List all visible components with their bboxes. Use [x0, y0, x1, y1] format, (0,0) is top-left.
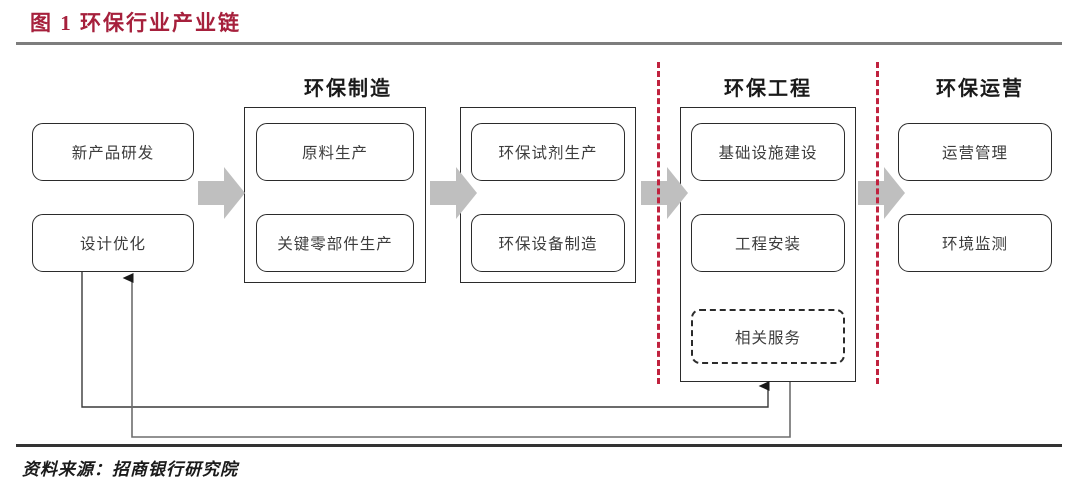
flow-arrow-2-icon — [430, 165, 478, 221]
phase-divider-manufacturing-engineering — [657, 62, 660, 384]
node-key-component-production[interactable]: 关键零部件生产 — [256, 214, 414, 272]
node-new-product-rnd[interactable]: 新产品研发 — [32, 123, 194, 181]
footer-divider-rule — [16, 444, 1062, 447]
node-eco-equipment-manufacturing[interactable]: 环保设备制造 — [471, 214, 625, 272]
figure-title: 图 1 环保行业产业链 — [30, 11, 241, 35]
title-divider-rule — [16, 42, 1062, 45]
stage-heading-manufacturing: 环保制造 — [304, 78, 392, 100]
flow-arrow-3-icon — [641, 165, 689, 221]
figure-source: 资料来源：招商银行研究院 — [22, 460, 238, 479]
feedback-loop-design-to-engineering — [81, 272, 770, 408]
flow-arrow-4-icon — [858, 165, 906, 221]
node-infrastructure-construction[interactable]: 基础设施建设 — [691, 123, 845, 181]
node-design-optimization[interactable]: 设计优化 — [32, 214, 194, 272]
flow-arrow-1-icon — [198, 165, 246, 221]
phase-divider-engineering-operation — [876, 62, 879, 384]
stage-heading-operation: 环保运营 — [936, 78, 1024, 100]
node-environmental-monitoring[interactable]: 环境监测 — [898, 214, 1052, 272]
node-engineering-installation[interactable]: 工程安装 — [691, 214, 845, 272]
stage-heading-engineering: 环保工程 — [724, 78, 812, 100]
node-raw-material-production[interactable]: 原料生产 — [256, 123, 414, 181]
node-eco-reagent-production[interactable]: 环保试剂生产 — [471, 123, 625, 181]
node-operation-management[interactable]: 运营管理 — [898, 123, 1052, 181]
node-related-services[interactable]: 相关服务 — [691, 309, 845, 364]
